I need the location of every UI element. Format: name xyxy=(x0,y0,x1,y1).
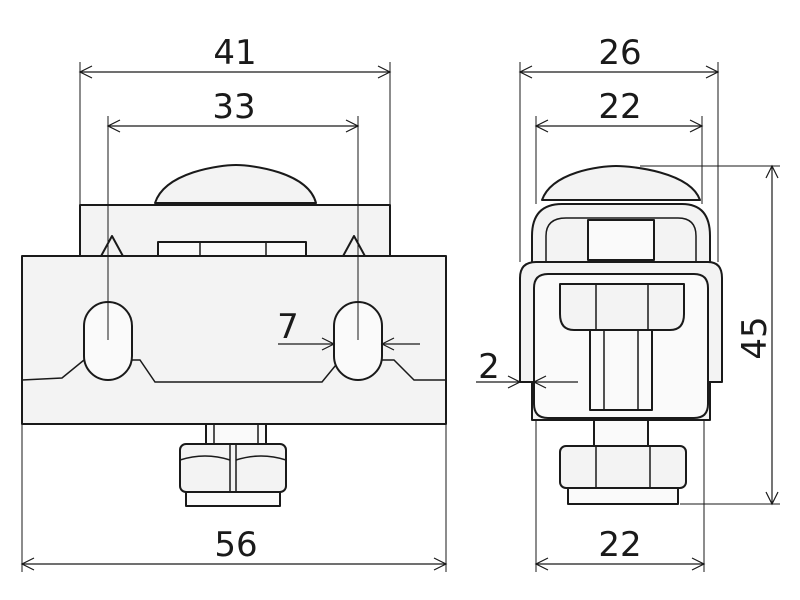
side-bolt-head xyxy=(587,219,655,261)
dim-22-top-label: 22 xyxy=(598,87,641,127)
side-dimensions: 26 22 45 2 22 xyxy=(476,33,780,572)
front-view xyxy=(21,164,447,507)
side-view xyxy=(519,165,723,505)
side-inner-nut xyxy=(559,283,685,331)
dim-33-label: 33 xyxy=(212,87,255,127)
dim-2-label: 2 xyxy=(478,347,500,387)
front-dimensions: 41 33 7 56 xyxy=(20,33,448,572)
front-washer xyxy=(185,491,281,507)
side-dome-cap xyxy=(541,165,701,201)
dim-7-label: 7 xyxy=(277,307,299,347)
front-hex-nut xyxy=(179,443,287,493)
dim-22-bottom-label: 22 xyxy=(598,525,641,565)
side-washer xyxy=(567,487,679,505)
side-lower-shank xyxy=(593,419,649,447)
dim-45-label: 45 xyxy=(735,316,775,359)
front-groove-profile xyxy=(21,359,446,383)
dim-56-label: 56 xyxy=(214,525,257,565)
dim-41-label: 41 xyxy=(213,33,256,73)
front-dome-cap xyxy=(154,164,317,204)
side-hex-nut xyxy=(559,445,687,489)
front-bolt-shank xyxy=(205,423,267,447)
side-threaded-rod xyxy=(589,329,653,411)
dim-26-label: 26 xyxy=(598,33,641,73)
